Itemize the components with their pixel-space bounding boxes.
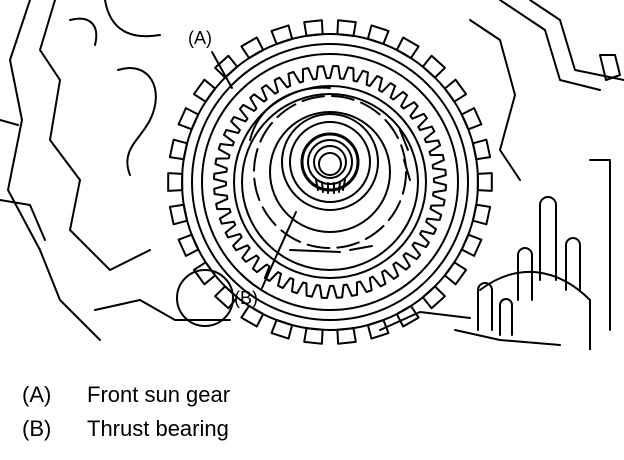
legend-text: Front sun gear <box>87 382 231 407</box>
clutch-tab <box>421 54 446 79</box>
transmission-diagram: (A) (B) <box>0 0 624 350</box>
clutch-tab <box>167 172 184 192</box>
legend-key: (B) <box>22 416 52 441</box>
shaft-splines <box>300 132 360 194</box>
clutch-drum <box>181 33 479 331</box>
clutch-tab <box>443 78 468 103</box>
clutch-tab <box>421 285 446 310</box>
clutch-tab <box>214 54 239 79</box>
clutch-tab <box>443 261 468 286</box>
leader-line-a <box>211 51 233 89</box>
callout-b: (B) <box>234 288 258 308</box>
clutch-tab <box>192 78 217 103</box>
housing-right <box>379 0 624 350</box>
housing-left <box>0 0 234 341</box>
inner-hub <box>249 86 411 253</box>
thrust-bearing <box>281 113 379 211</box>
clutch-tab <box>192 261 217 286</box>
legend-item: (B) Thrust bearing <box>22 412 230 446</box>
legend-text: Thrust bearing <box>87 416 229 441</box>
legend: (A) Front sun gear (B) Thrust bearing <box>22 378 230 446</box>
housing-ribs <box>477 196 581 336</box>
front-sun-gear <box>213 65 447 299</box>
callout-a: (A) <box>188 28 212 48</box>
legend-key: (A) <box>22 382 52 407</box>
leader-line-b <box>261 211 297 289</box>
legend-item: (A) Front sun gear <box>22 378 230 412</box>
clutch-plate-tabs <box>167 19 493 345</box>
clutch-tab <box>476 172 493 192</box>
